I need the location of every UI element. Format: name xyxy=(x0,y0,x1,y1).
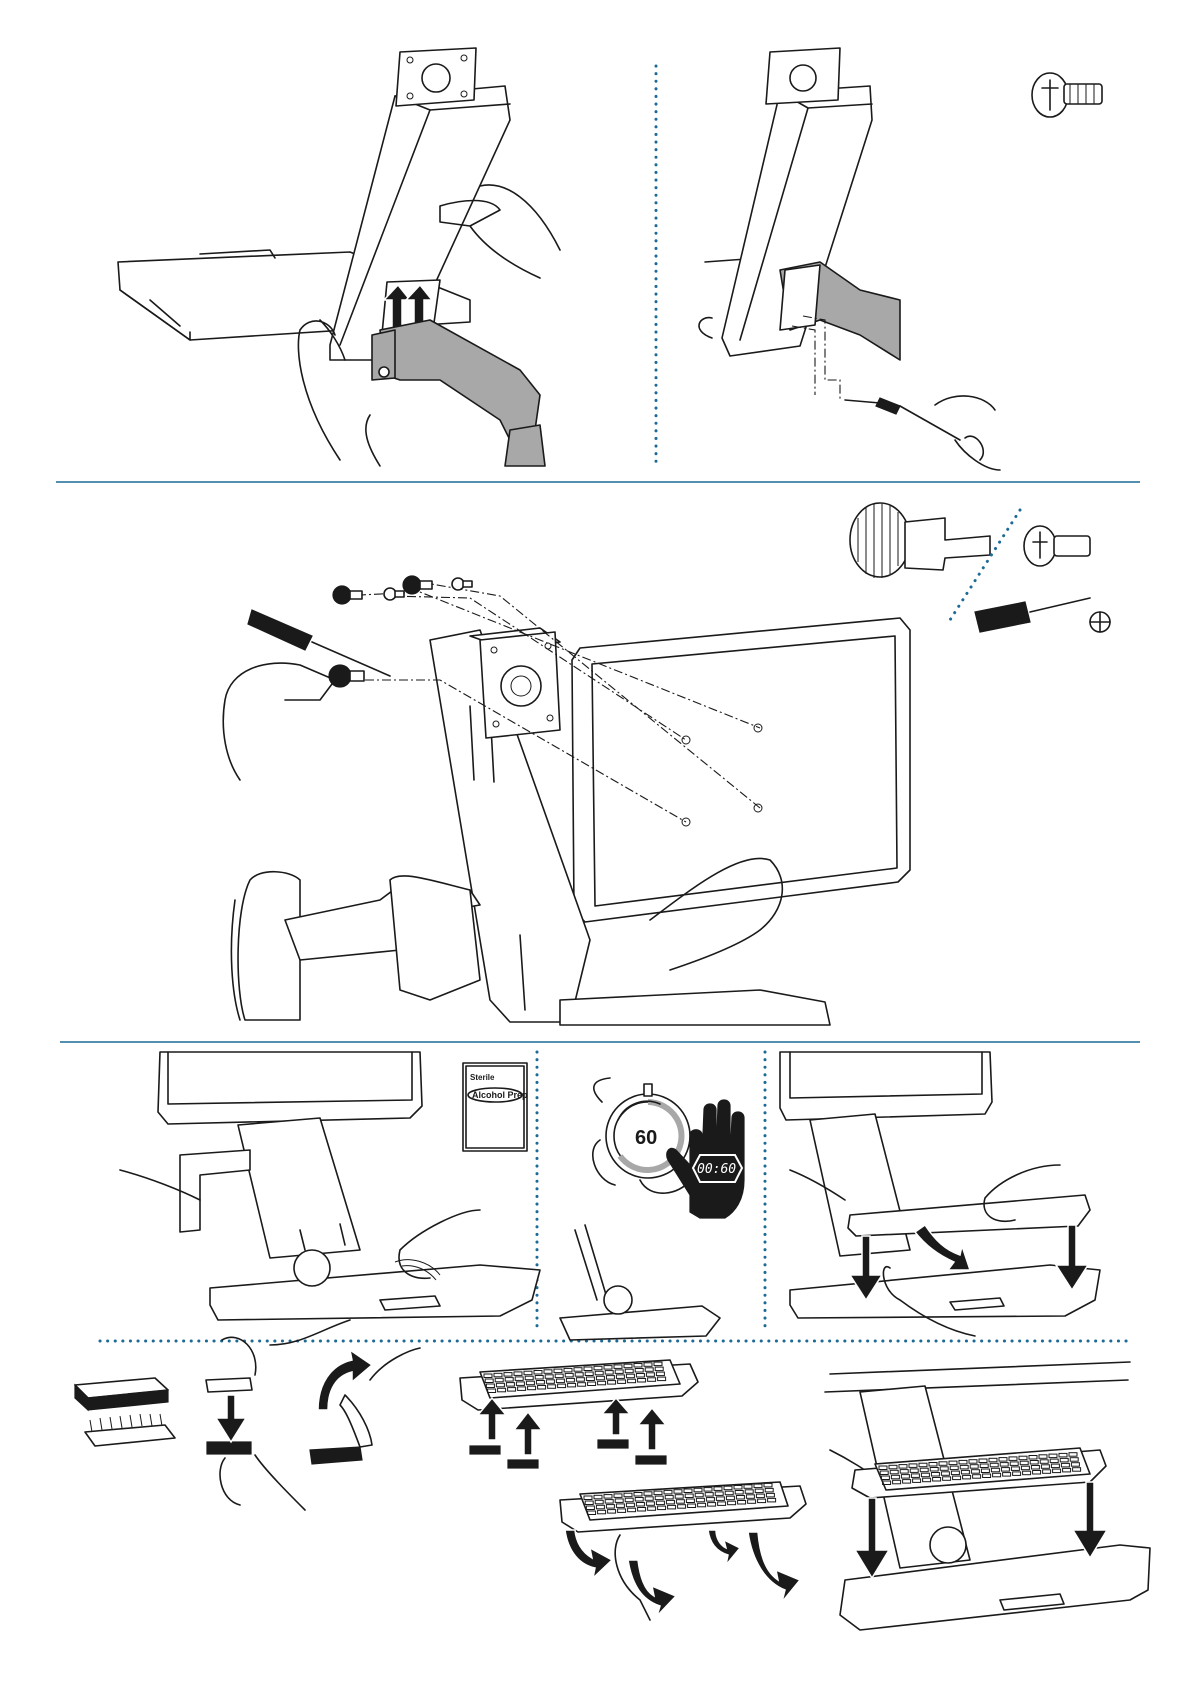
keyboard-tray xyxy=(840,1545,1150,1630)
hook-loop-pad-top xyxy=(75,1378,168,1410)
packet-product-text: Alcohol Prep xyxy=(472,1090,528,1100)
panel-clean-tray: Sterile Alcohol Prep xyxy=(120,1052,540,1320)
panel-mount-monitor xyxy=(223,503,1110,1025)
monitor xyxy=(572,618,910,922)
phillips-screwdriver xyxy=(248,610,390,676)
tool-divider xyxy=(950,510,1020,620)
keyboard-tray xyxy=(790,1265,1100,1318)
phillips-head-symbol-icon xyxy=(1090,612,1110,632)
pan-head-screw xyxy=(384,588,404,600)
down-arrow xyxy=(855,1498,889,1578)
hand xyxy=(222,1320,350,1375)
cart-base xyxy=(560,990,830,1025)
hand xyxy=(220,1455,305,1510)
monitor xyxy=(158,1052,422,1124)
gray-arm xyxy=(380,320,540,440)
panel-unscrew xyxy=(699,48,1102,470)
keyboard-tray xyxy=(560,1306,720,1340)
hand xyxy=(223,663,335,780)
curved-arrow xyxy=(565,1530,612,1578)
panel-attach-keyboard xyxy=(460,1360,806,1620)
panel-remove-cover xyxy=(118,48,560,466)
timer-seconds: 60 xyxy=(635,1127,657,1149)
pan-head-screw-icon xyxy=(1032,73,1102,117)
pan-head-screw xyxy=(452,578,472,590)
hand xyxy=(370,1348,420,1380)
vesa-plate xyxy=(766,48,840,104)
thumb-screw xyxy=(403,576,432,594)
digital-readout: 00:60 xyxy=(697,1162,736,1177)
thumb-screw-icon xyxy=(850,503,990,578)
wall-arm xyxy=(180,1150,250,1232)
panel-final-assembly xyxy=(825,1362,1150,1630)
thumb-screw xyxy=(333,586,362,604)
thumb-screw xyxy=(329,665,364,687)
monitor xyxy=(780,1052,992,1120)
screwdriver xyxy=(900,406,983,460)
hand xyxy=(935,396,1000,470)
panel-wait-60-seconds: 60 00:60 xyxy=(560,1078,744,1340)
column xyxy=(238,1118,360,1258)
curved-arrow xyxy=(708,1530,740,1565)
up-arrow xyxy=(514,1412,542,1455)
down-arrow xyxy=(216,1395,246,1442)
phillips-screwdriver-icon xyxy=(975,598,1090,632)
alcohol-prep-packet: Sterile Alcohol Prep xyxy=(463,1063,528,1151)
up-arrow xyxy=(638,1408,666,1450)
up-arrow xyxy=(602,1398,630,1435)
keyboard-tray xyxy=(210,1265,540,1320)
wall-bracket xyxy=(238,872,300,1020)
hook-loop-pad-bottom xyxy=(85,1414,175,1446)
curved-arrow xyxy=(628,1560,676,1616)
packet-brand-text: Sterile xyxy=(470,1073,495,1082)
curved-arrow xyxy=(748,1532,800,1602)
panel-place-holder xyxy=(780,1052,1100,1336)
pan-head-screw-icon xyxy=(1024,526,1090,566)
panel-fastener-pads xyxy=(75,1320,420,1510)
